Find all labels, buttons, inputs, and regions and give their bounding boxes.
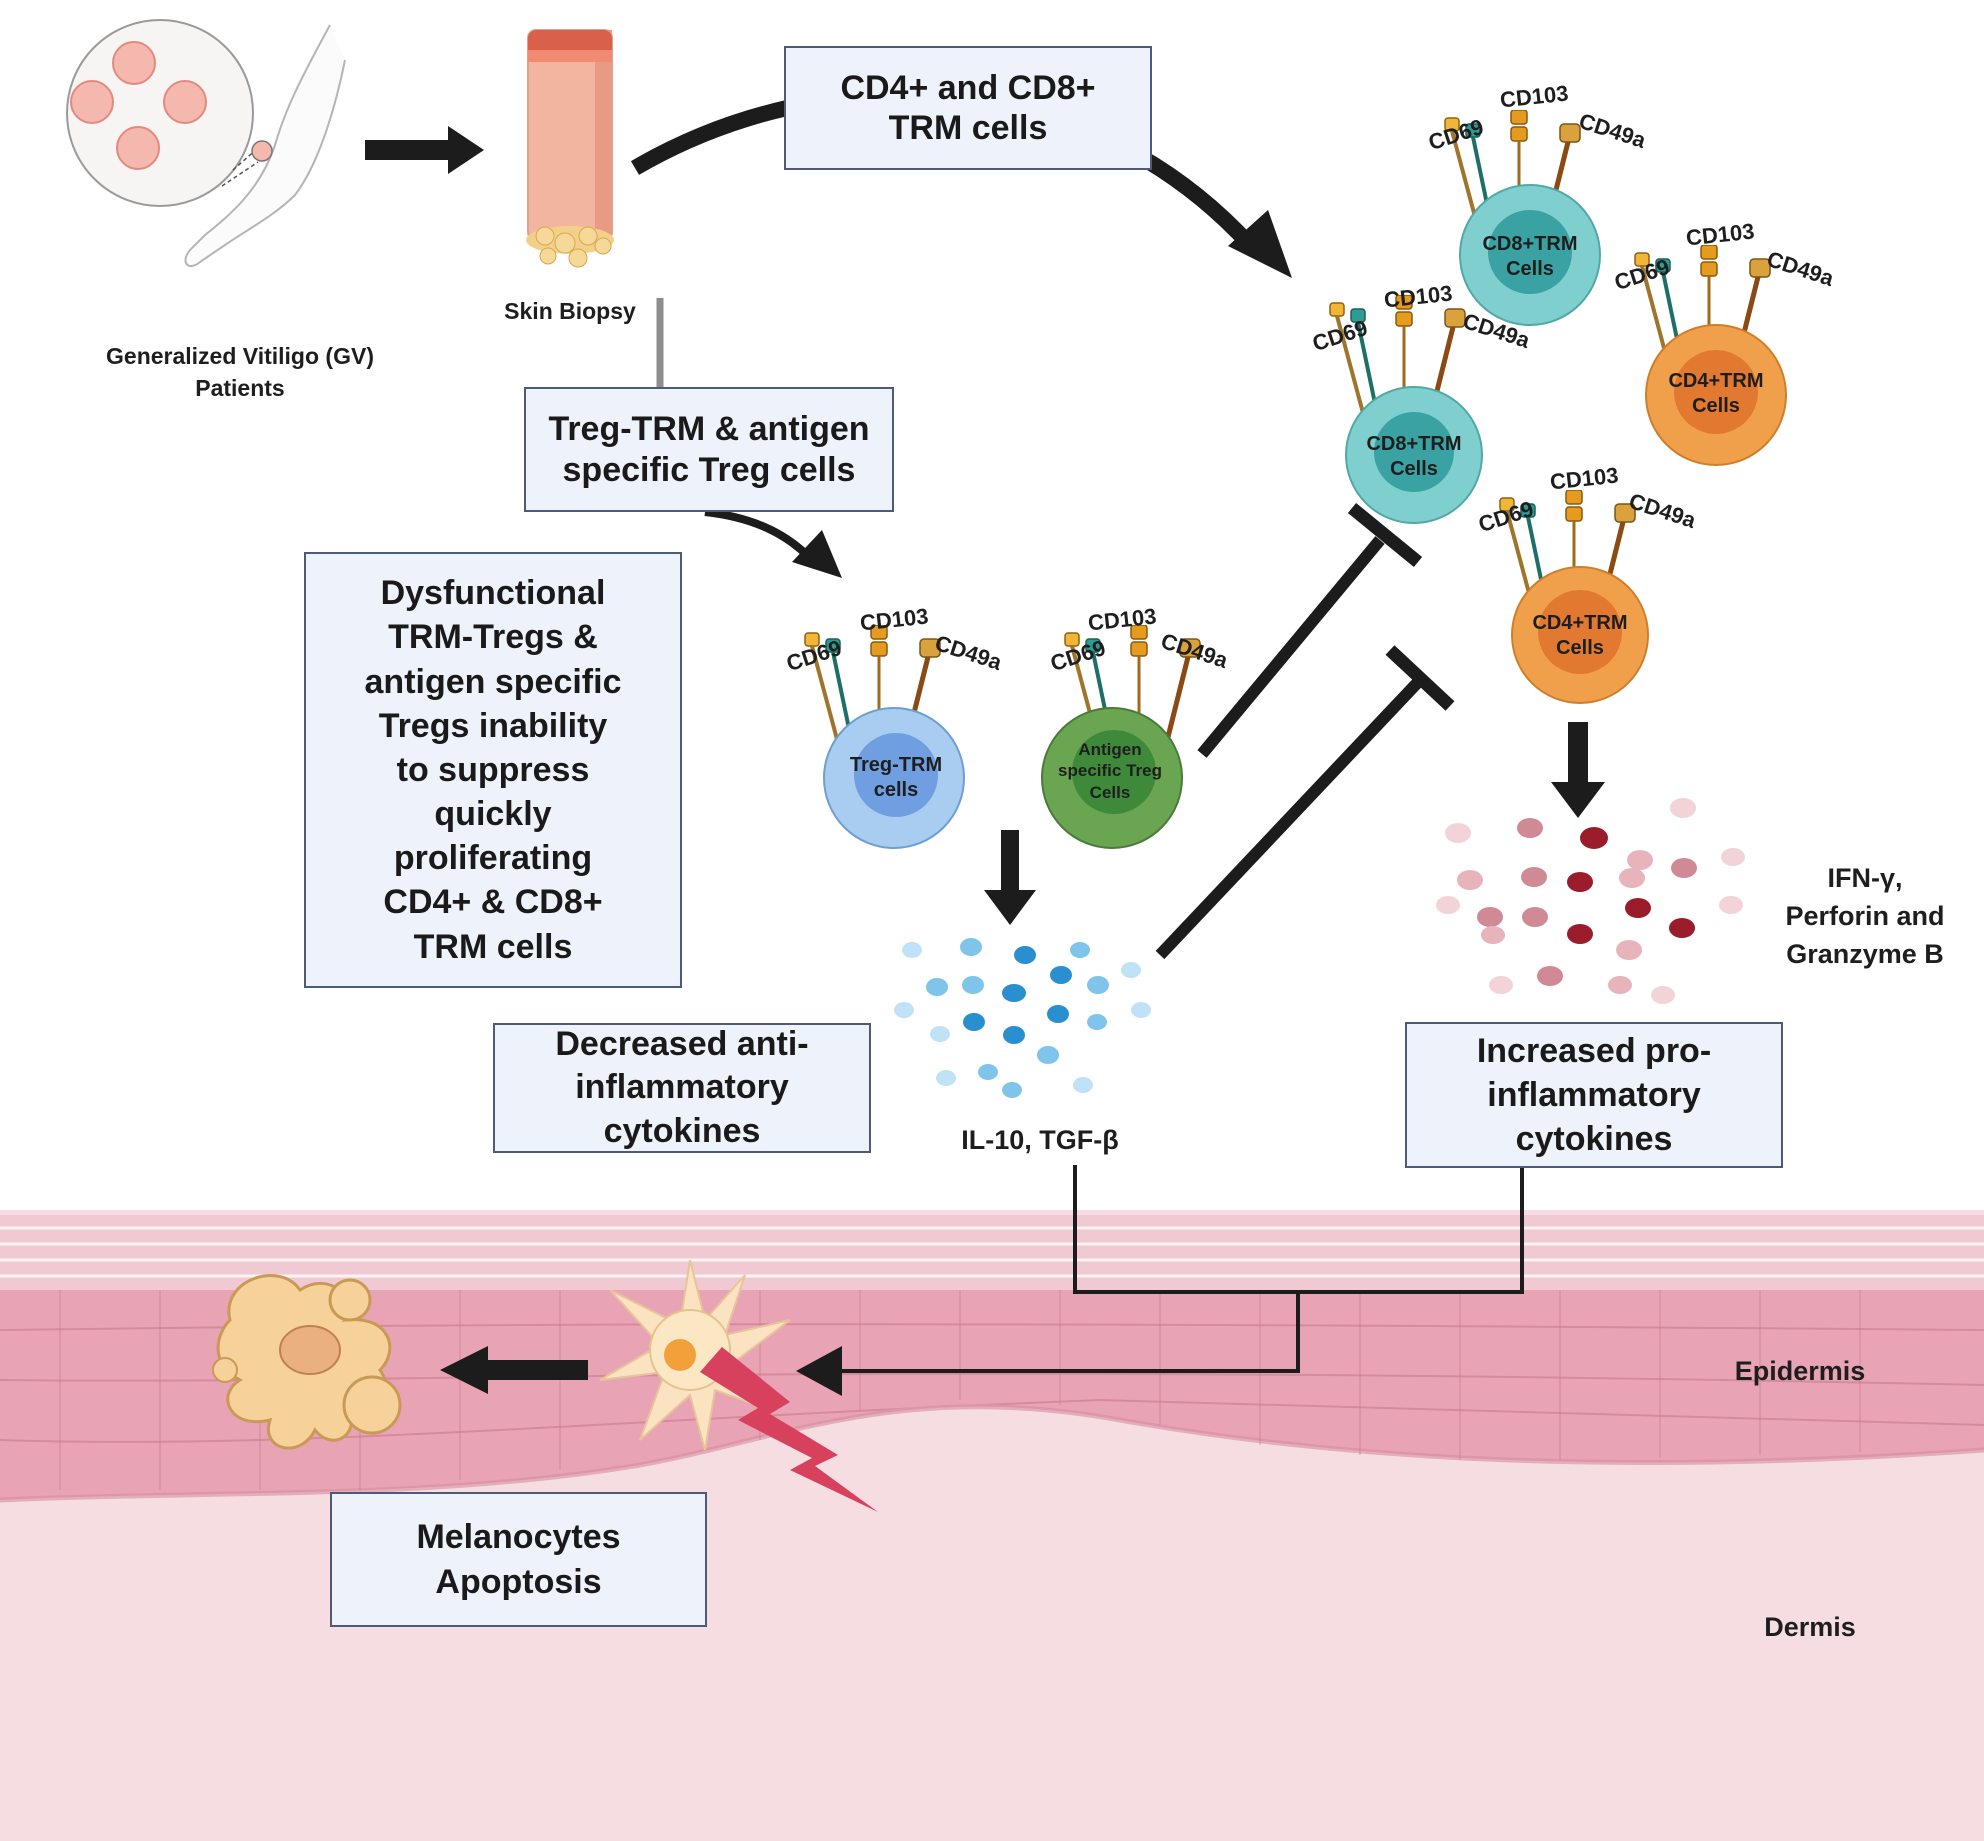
cd8-trm-cell-middle [1330,295,1483,524]
dysfunction-line: proliferating [393,839,593,878]
antigen-label-line1: Antigen [1078,740,1142,759]
cd4-trm-cell-right [1635,245,1787,466]
dysfunction-line: Tregs inability [378,706,608,745]
pro-box-line1: Increased pro- [1476,1031,1712,1070]
cd4-label-line2: Cells [1692,395,1740,417]
cd4-label-line2: Cells [1556,637,1604,659]
antigen-label-line2: specific Treg [1058,761,1162,781]
treg-trm-label-line2: cells [873,779,919,801]
cd4-label-line1: CD4+TRM [1532,612,1628,634]
anti-box-line2: inflammatory [575,1068,789,1107]
treg-cells-box-line1: Treg-TRM & antigen [548,410,870,449]
dysfunction-line: antigen specific [364,662,622,701]
pro-box-line3: cytokines [1515,1120,1673,1159]
anti-box-line1: Decreased anti- [555,1024,809,1063]
cd4-trm-cell-lower [1500,490,1649,704]
apoptosis-box-line1: Melanocytes [416,1518,621,1557]
dysfunction-box: Dysfunctional TRM-Tregs & antigen specif… [304,552,682,988]
trm-cells-box-line2: TRM cells [888,109,1048,147]
anti-inflammatory-cytokine-dots [894,938,1151,1098]
pro-inflammatory-box: Increased pro-inflammatory cytokines [1405,1022,1783,1168]
patients-label-line1: Generalized Vitiligo (GV) [106,343,374,369]
apoptotic-melanocyte-illustration [212,1274,402,1450]
skin-biopsy-label: Skin Biopsy [504,298,636,324]
cd8-label-line1: CD8+TRM [1366,433,1462,455]
apoptosis-box-line2: Apoptosis [435,1562,602,1601]
treg-trm-label-line1: Treg-TRM [849,754,943,776]
cd4-trm-cell-label: CD4+TRM Cells [1656,369,1776,419]
pro-inflammatory-cytokine-dots [1436,798,1745,1004]
dermis-label: Dermis [1764,1612,1856,1642]
antigen-label-line3: Cells [1089,782,1131,802]
epidermis-label: Epidermis [1734,1356,1866,1386]
dysfunction-line: CD4+ & CD8+ [383,883,603,922]
cd8-trm-cell-top [1445,110,1601,326]
flow-arrows [365,86,1605,1396]
pro-cytokines-line2: Perforin and [1785,900,1945,931]
patients-label: Generalized Vitiligo (GV) Patients [40,340,440,404]
cd4-label-line1: CD4+TRM [1668,370,1764,392]
lightning-icon [700,1347,878,1512]
pro-cytokines-line1: IFN-γ, [1827,863,1903,893]
anti-box-line3: cytokines [603,1111,761,1150]
cd4-trm-cell-label: CD4+TRM Cells [1520,611,1640,661]
cd8-trm-cell-label: CD8+TRM Cells [1470,232,1590,282]
dysfunction-line: TRM-Tregs & [388,618,598,657]
treg-trm-cell-label: Treg-TRM cells [826,753,966,803]
skin-biopsy-illustration [526,29,614,268]
pro-cytokines-line3: Granzyme B [1786,938,1944,969]
patients-label-line2: Patients [195,375,285,402]
treg-cells-box-line2: specific Treg cells [562,450,856,489]
pro-box-line2: inflammatory [1487,1075,1701,1114]
treg-trm-cell [805,625,965,849]
dysfunction-line: Dysfunctional [380,574,606,613]
cd8-trm-cell-label: CD8+TRM Cells [1354,432,1474,482]
cd8-label-line1: CD8+TRM [1482,233,1578,255]
patient-illustration [66,19,346,268]
cd8-label-line2: Cells [1506,258,1554,280]
dysfunction-line: quickly [434,795,552,834]
dysfunction-line: TRM cells [413,927,573,966]
trm-cells-box-line1: CD4+ and CD8+ [840,68,1096,107]
antigen-specific-treg-cell [1041,625,1200,849]
dysfunction-line: to suppress [396,750,590,789]
anti-cytokines-label: IL-10, TGF-β [961,1125,1119,1155]
cd8-label-line2: Cells [1390,458,1438,480]
anti-inflammatory-box: Decreased anti-inflammatory cytokines [493,1023,871,1153]
pro-cytokines-label: IFN-γ, Perforin and Granzyme B [1765,860,1965,973]
trm-cells-box: CD4+ and CD8+TRM cells [784,46,1152,170]
